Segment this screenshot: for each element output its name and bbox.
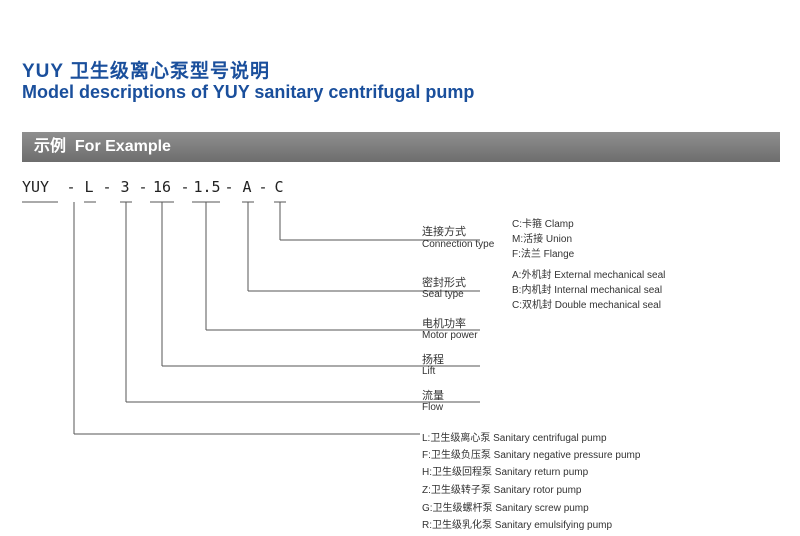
label-seal-en: Seal type	[422, 289, 464, 300]
page-title-en: Model descriptions of YUY sanitary centr…	[22, 82, 475, 102]
option-seal-external: A:外机封 External mechanical seal	[512, 270, 666, 281]
option-pumptype-screw: G:卫生级螺杆泵 Sanitary screw pump	[422, 503, 589, 514]
page-title-cn: YUY 卫生级离心泵型号说明	[22, 61, 271, 82]
label-motor-en: Motor power	[422, 330, 478, 341]
label-seal-cn: 密封形式	[422, 277, 466, 289]
model-code-16: 16	[152, 178, 172, 196]
model-code-1-5: 1.5	[193, 178, 221, 196]
option-connection-union: M:活接 Union	[512, 234, 573, 245]
option-seal-internal: B:内机封 Internal mechanical seal	[512, 285, 663, 296]
option-pumptype-negative-pressure: F:卫生级负压泵 Sanitary negative pressure pump	[422, 450, 641, 461]
model-code-l: L	[84, 178, 94, 196]
model-dash: -	[180, 178, 190, 196]
option-pumptype-centrifugal: L:卫生级离心泵 Sanitary centrifugal pump	[422, 433, 607, 444]
example-banner: 示例 For Example	[22, 132, 780, 162]
option-connection-flange: F:法兰 Flange	[512, 249, 575, 260]
label-lift-cn: 扬程	[422, 354, 444, 366]
model-dash: -	[66, 178, 76, 196]
model-code-c: C	[274, 178, 284, 196]
label-flow-cn: 流量	[422, 390, 444, 402]
banner-label-cn: 示例	[34, 138, 67, 155]
option-pumptype-return: H:卫生级回程泵 Sanitary return pump	[422, 467, 589, 478]
model-code-3: 3	[120, 178, 130, 196]
label-connection-cn: 连接方式	[422, 226, 466, 238]
model-dash: -	[102, 178, 112, 196]
label-lift-en: Lift	[422, 366, 436, 377]
label-motor-cn: 电机功率	[422, 318, 466, 330]
option-seal-double: C:双机封 Double mechanical seal	[512, 300, 661, 311]
option-pumptype-rotor: Z:卫生级转子泵 Sanitary rotor pump	[422, 485, 582, 496]
model-code-yuy: YUY	[22, 178, 50, 196]
model-dash: -	[224, 178, 234, 196]
option-connection-clamp: C:卡箍 Clamp	[512, 219, 574, 230]
label-connection-en: Connection type	[422, 239, 495, 250]
model-dash: -	[138, 178, 148, 196]
option-pumptype-emulsifying: R:卫生级乳化泵 Sanitary emulsifying pump	[422, 520, 613, 531]
model-dash: -	[258, 178, 268, 196]
model-code-a: A	[242, 178, 252, 196]
label-flow-en: Flow	[422, 402, 444, 413]
banner-label-en: For Example	[74, 138, 171, 155]
